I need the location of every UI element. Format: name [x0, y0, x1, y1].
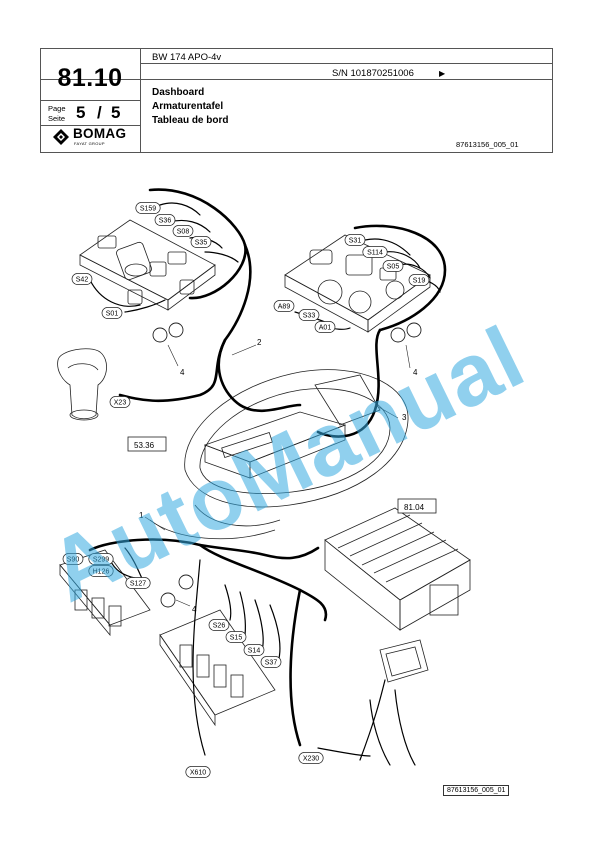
callout-x230-text: X230	[303, 756, 319, 763]
header-right-border	[552, 48, 553, 153]
header-row-divider-logo	[40, 125, 140, 126]
callout-s26-text: S26	[213, 623, 226, 630]
serial-arrow-icon: ▶	[439, 69, 446, 78]
callout-s26: S26	[208, 619, 230, 631]
callout-s114-text: S114	[367, 250, 383, 257]
callout-s159-text: S159	[140, 206, 156, 213]
serial-number: S/N 101870251006	[332, 68, 414, 79]
callout-s36: S36	[154, 214, 176, 226]
callout-s36-text: S36	[159, 218, 172, 225]
callout-s05-text: S05	[387, 264, 400, 271]
header-top-border	[40, 48, 553, 49]
logo-text: BOMAG	[73, 126, 127, 141]
header-row-divider-model	[140, 63, 553, 64]
callout-x610-text: X610	[190, 770, 206, 777]
callout-s35: S35	[190, 236, 212, 248]
left-switch-panel	[79, 219, 216, 311]
footer-figure-reference: 87613156_005_01	[443, 785, 510, 796]
page-label: Page	[48, 104, 66, 113]
callout-s14: S14	[243, 644, 265, 656]
callout-x23-text: X23	[114, 400, 127, 407]
section-number: 81.10	[57, 64, 123, 92]
callout-h126-text: H126	[93, 569, 110, 576]
callout-s159: S159	[135, 202, 161, 214]
callout-a89: A89	[273, 300, 295, 312]
wiring-harness	[88, 188, 447, 747]
joystick	[57, 348, 107, 421]
callout-s19: S19	[408, 274, 430, 286]
callout-a01-text: A01	[319, 325, 332, 332]
callout-s01-text: S01	[106, 311, 119, 318]
central-control-unit	[203, 374, 381, 479]
page-current: 5	[76, 103, 86, 122]
callout-a01: A01	[314, 321, 336, 333]
callout-s08: S08	[172, 225, 194, 237]
callout-s33: S33	[298, 309, 320, 321]
title-french: Tableau de bord	[152, 115, 229, 126]
callout-s19-text: S19	[413, 278, 426, 285]
header-bottom-border	[40, 152, 553, 153]
callout-s15-text: S15	[230, 635, 243, 642]
callout-s42-text: S42	[76, 277, 89, 284]
callout-s31: S31	[344, 234, 366, 246]
box-ref-81-04: 81.04	[397, 498, 437, 514]
callout-s01: S01	[101, 307, 123, 319]
lower-middle-switch-assembly	[159, 609, 276, 727]
callout-s114: S114	[362, 246, 388, 258]
callout-x23: X23	[109, 396, 131, 408]
page-total: 5	[111, 103, 121, 122]
callout-s37: S37	[260, 656, 282, 668]
callout-s299-text: S299	[93, 557, 109, 564]
callout-s33-text: S33	[303, 313, 316, 320]
dashboard-console-outline	[149, 369, 409, 540]
seite-label: Seite	[48, 114, 66, 123]
model-name: BW 174 APO-4v	[152, 52, 222, 63]
header-row-divider-page	[40, 100, 140, 101]
callout-s14-text: S14	[248, 648, 261, 655]
callout-s90: S90	[62, 553, 84, 565]
item-number-4-right: 4	[413, 368, 418, 377]
logo-subtext: FAYAT GROUP	[74, 141, 105, 146]
box-ref-53-36-label: 53.36	[134, 441, 155, 450]
lower-left-switch-assembly	[59, 549, 151, 637]
callout-s37-text: S37	[265, 660, 278, 667]
title-german: Armaturentafel	[152, 101, 224, 112]
document-reference: 87613156_005_01	[456, 140, 519, 149]
callout-a89-text: A89	[278, 304, 291, 311]
callout-s31-text: S31	[349, 238, 362, 245]
callout-s05: S05	[382, 260, 404, 272]
item-number-2: 2	[257, 338, 262, 347]
callout-s299: S299	[88, 553, 114, 565]
item-number-3: 3	[402, 413, 407, 422]
right-switch-panel	[284, 234, 431, 333]
item-number-1: 1	[139, 511, 144, 520]
callout-s15: S15	[225, 631, 247, 643]
title-english: Dashboard	[152, 87, 205, 98]
item-number-4-left: 4	[180, 368, 185, 377]
cable-clips	[152, 322, 422, 608]
item-numbers	[144, 344, 411, 607]
callout-s127-text: S127	[130, 581, 146, 588]
callout-h126: H126	[88, 565, 114, 577]
control-unit-81-04	[324, 507, 471, 631]
callout-s42: S42	[71, 273, 93, 285]
item-number-4-lower: 4	[192, 605, 197, 614]
box-ref-53-36: 53.36	[127, 436, 167, 452]
header-col-divider	[140, 48, 141, 153]
callout-s127: S127	[125, 577, 151, 589]
callout-s90-text: S90	[67, 557, 80, 564]
callout-s35-text: S35	[195, 240, 208, 247]
callout-x230: X230	[298, 752, 324, 764]
display-module	[379, 639, 429, 683]
bomag-logo-icon	[53, 129, 69, 145]
callout-x610: X610	[185, 766, 211, 778]
callout-s08-text: S08	[177, 229, 190, 236]
header-row-divider-serial	[40, 79, 553, 80]
box-ref-81-04-label: 81.04	[404, 503, 425, 512]
page-separator: /	[97, 103, 102, 122]
